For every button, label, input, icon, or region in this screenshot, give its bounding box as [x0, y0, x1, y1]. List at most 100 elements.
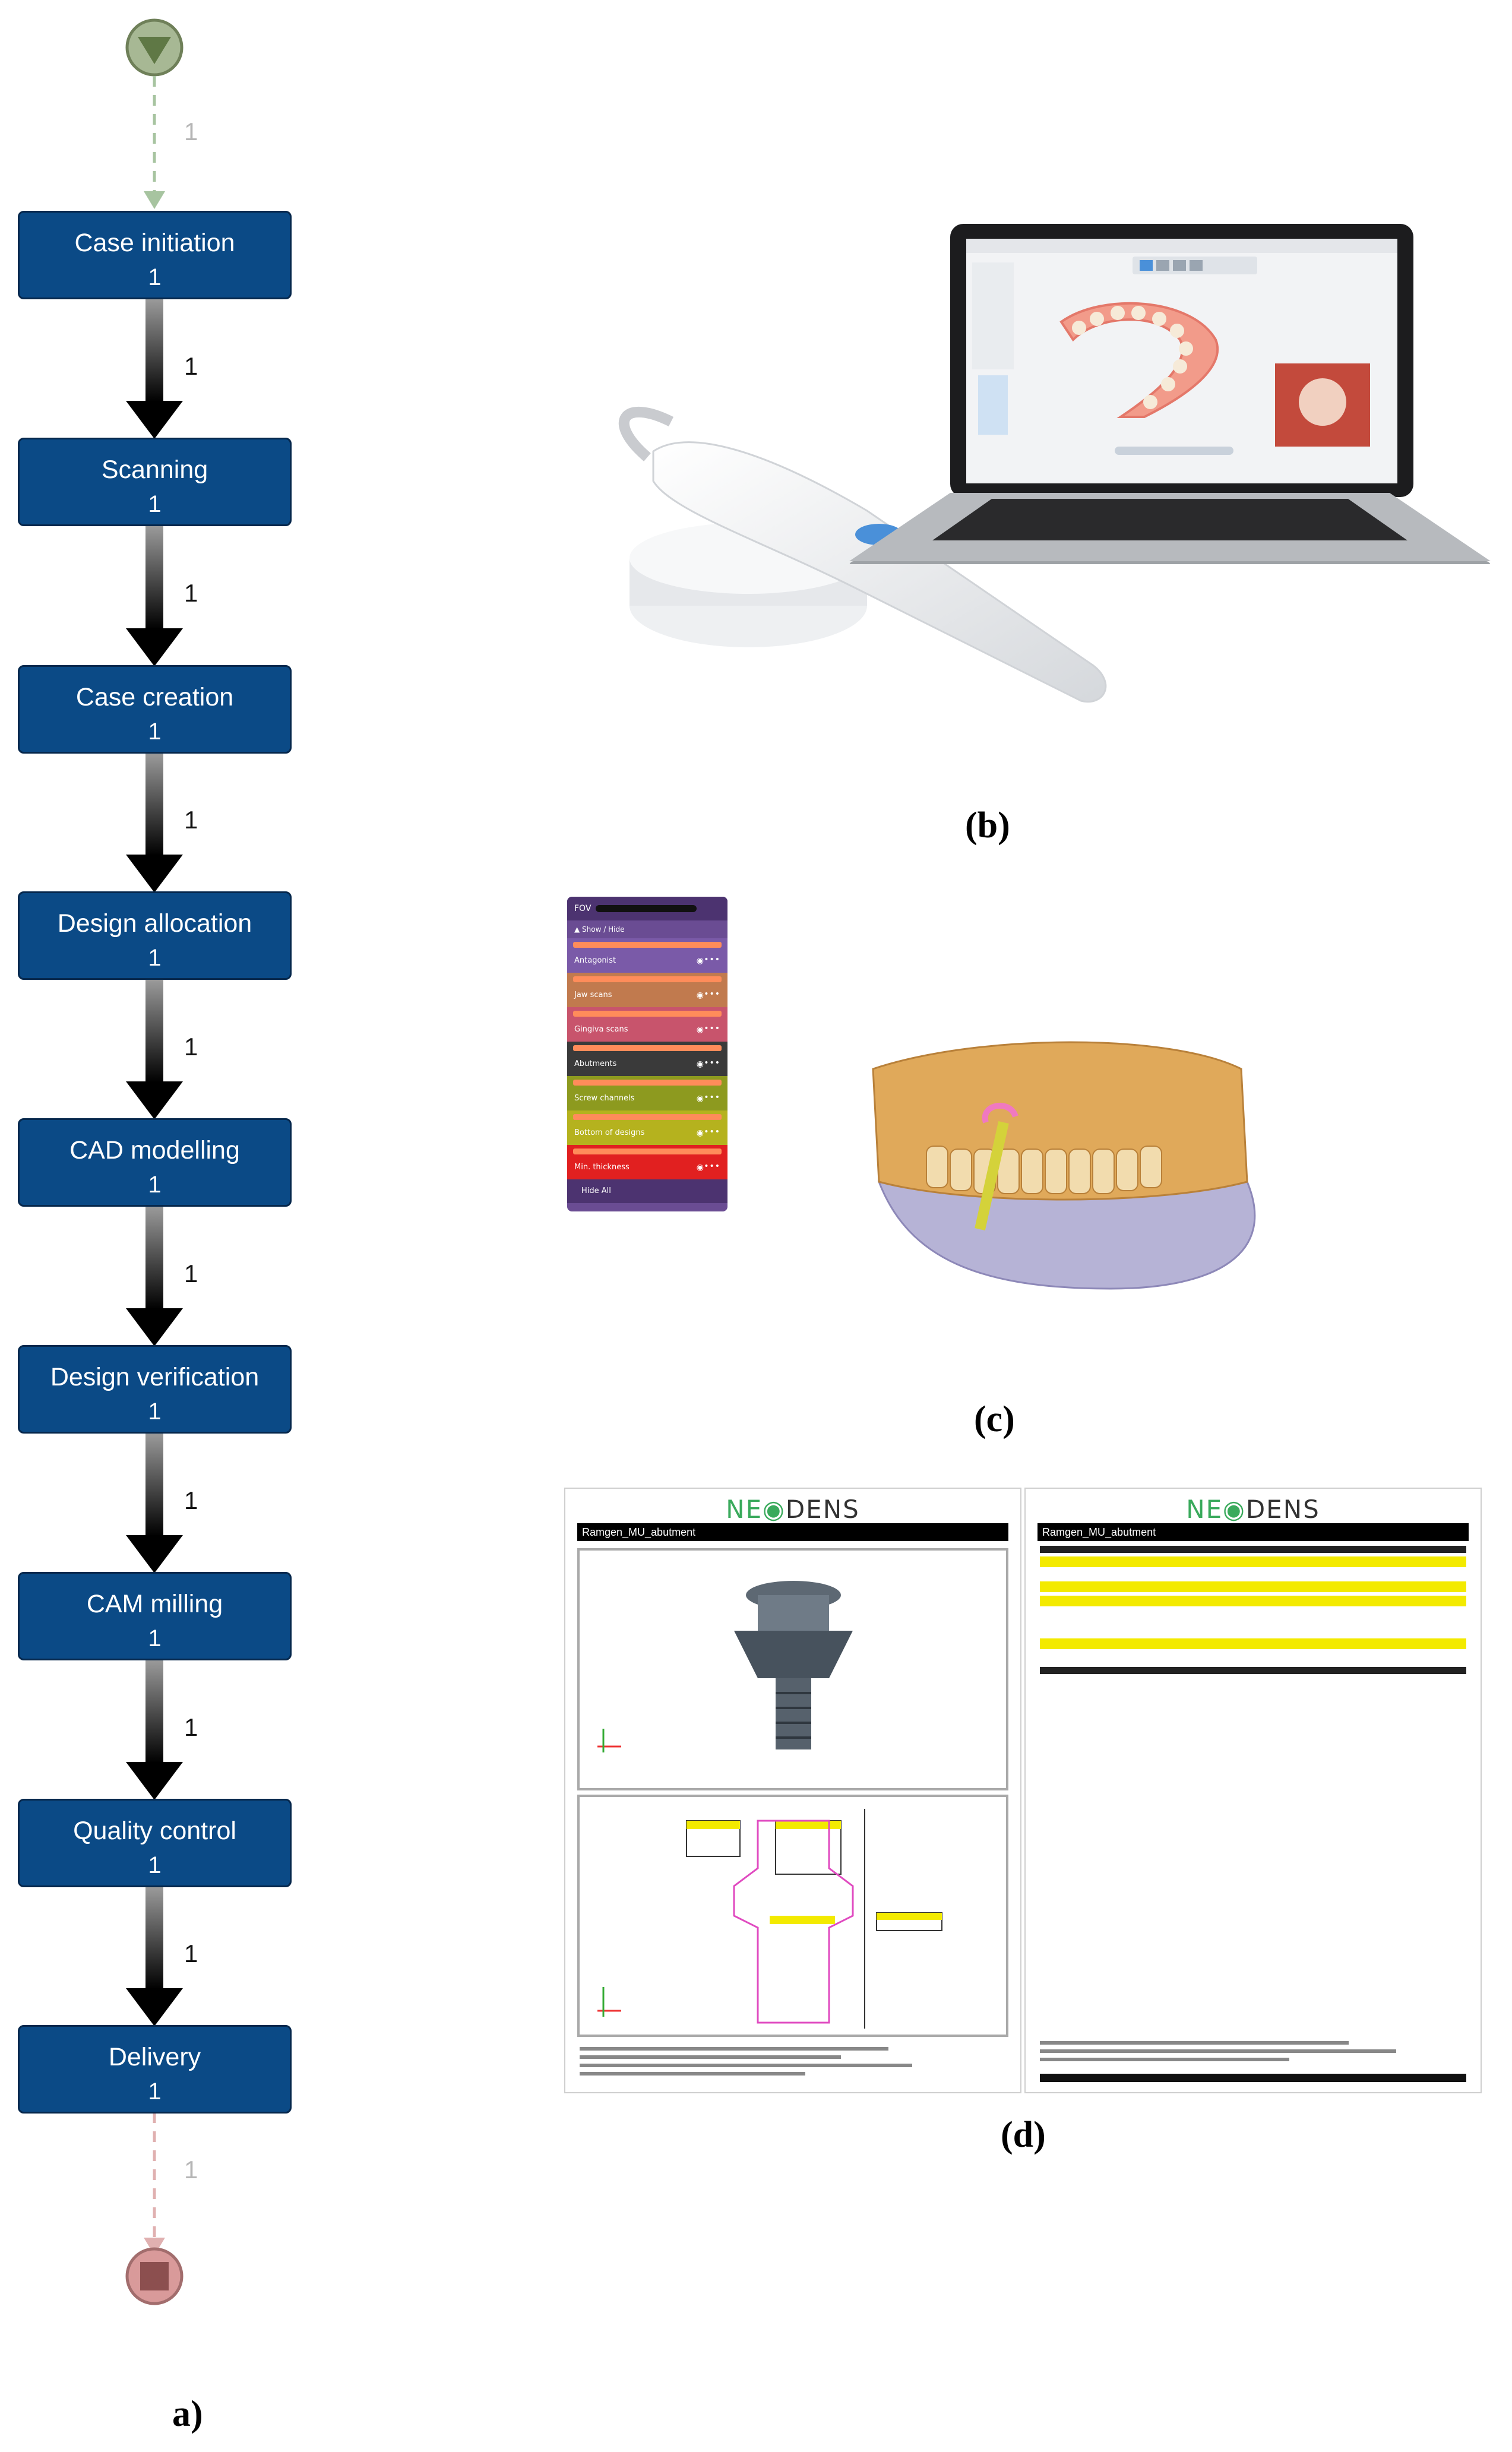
step-case-creation[interactable]: Case creation 1: [18, 665, 292, 754]
eye-icon[interactable]: ◉: [696, 1025, 704, 1034]
step-cam-milling[interactable]: CAM milling 1: [18, 1572, 292, 1660]
multiplicity-label: 1: [184, 352, 198, 380]
report-page-right: NE◉DENS Ramgen_MU_abutment: [1024, 1488, 1482, 2093]
more-icon[interactable]: •••: [704, 989, 720, 999]
step-name: Design verification: [50, 1363, 260, 1391]
row-label: Bottom of designs: [574, 1128, 645, 1137]
report-page-left: NE◉DENS Ramgen_MU_abutment: [564, 1488, 1021, 2093]
step-count: 1: [148, 719, 162, 745]
step-design-allocation[interactable]: Design allocation 1: [18, 891, 292, 980]
panel-label-c: (c): [974, 1399, 1015, 1439]
report-title: Ramgen_MU_abutment: [1037, 1523, 1469, 1541]
panel-label-b: (b): [965, 805, 1010, 846]
row-label: Min. thickness: [574, 1163, 630, 1172]
visibility-row[interactable]: Abutments ◉•••: [567, 1042, 727, 1076]
opacity-bar[interactable]: [573, 976, 722, 982]
step-name: Delivery: [108, 2043, 201, 2071]
visibility-row[interactable]: Gingiva scans ◉•••: [567, 1007, 727, 1042]
eye-icon[interactable]: ◉: [696, 1059, 704, 1069]
fov-slider-row[interactable]: FOV: [567, 897, 727, 920]
flow-arrowhead: [126, 1988, 183, 2026]
flow-arrow-shaft: [145, 526, 163, 629]
eye-icon[interactable]: ◉: [696, 991, 704, 1000]
flow-arrow-shaft: [145, 980, 163, 1083]
flow-arrow-shaft: [145, 1887, 163, 1989]
multiplicity-label: 1: [184, 1033, 198, 1061]
step-delivery[interactable]: Delivery 1: [18, 2025, 292, 2114]
eye-icon[interactable]: ◉: [696, 1128, 704, 1138]
step-name: Design allocation: [57, 909, 252, 938]
more-icon[interactable]: •••: [704, 1024, 720, 1033]
opacity-bar[interactable]: [573, 942, 722, 948]
flow-arrowhead: [126, 1081, 183, 1119]
step-name: Quality control: [73, 1817, 236, 1845]
eye-icon[interactable]: ◉: [696, 1163, 704, 1172]
step-name: Case creation: [75, 683, 234, 711]
more-icon[interactable]: •••: [704, 955, 720, 964]
intraoral-scanner-illustration: [618, 407, 1107, 703]
step-count: 1: [148, 1399, 162, 1425]
eye-icon[interactable]: ◉: [696, 1094, 704, 1103]
flow-arrow-shaft: [145, 299, 163, 402]
multiplicity-label: 1: [184, 806, 198, 834]
flow-arrowhead: [126, 401, 183, 439]
row-label: Abutments: [574, 1059, 617, 1068]
multiplicity-label: 1: [184, 1486, 198, 1514]
step-count: 1: [148, 491, 162, 517]
show-hide-header: ▲ Show / Hide: [574, 925, 625, 934]
more-icon[interactable]: •••: [704, 1093, 720, 1102]
visibility-row[interactable]: Bottom of designs ◉•••: [567, 1110, 727, 1145]
panel-label-a: a): [172, 2394, 203, 2434]
report-bottom-bar: [1040, 2074, 1466, 2082]
step-count: 1: [148, 1625, 162, 1651]
multiplicity-label: 1: [184, 118, 198, 145]
step-design-verification[interactable]: Design verification 1: [18, 1345, 292, 1434]
opacity-bar[interactable]: [573, 1045, 722, 1051]
step-name: Case initiation: [74, 229, 235, 257]
more-icon[interactable]: •••: [704, 1058, 720, 1068]
visibility-row[interactable]: Antagonist ◉•••: [567, 938, 727, 973]
multiplicity-label: 1: [184, 1940, 198, 1967]
opacity-bar[interactable]: [573, 1114, 722, 1120]
scan-software-ui: [966, 239, 1397, 455]
step-count: 1: [148, 1172, 162, 1198]
row-label: Gingiva scans: [574, 1025, 628, 1034]
step-count: 1: [148, 945, 162, 971]
flow-arrow-shaft: [145, 1434, 163, 1536]
step-case-initiation[interactable]: Case initiation 1: [18, 211, 292, 299]
eye-icon[interactable]: ◉: [696, 956, 704, 966]
flow-connectors: [125, 18, 184, 2305]
report-footer-text: [1040, 2041, 1456, 2078]
fov-slider[interactable]: [596, 905, 697, 912]
visibility-row[interactable]: Jaw scans ◉•••: [567, 973, 727, 1007]
multiplicity-label: 1: [184, 579, 198, 607]
more-icon[interactable]: •••: [704, 1127, 720, 1137]
row-label: Antagonist: [574, 956, 616, 965]
step-name: Scanning: [101, 455, 208, 484]
flow-arrowhead: [126, 1535, 183, 1573]
hide-all-button[interactable]: Hide All: [567, 1179, 727, 1203]
multiplicity-label: 1: [184, 1260, 198, 1287]
more-icon[interactable]: •••: [704, 1162, 720, 1171]
visibility-row[interactable]: Screw channels◉•••: [567, 1076, 727, 1110]
opacity-bar[interactable]: [573, 1011, 722, 1017]
row-label: Jaw scans: [574, 991, 612, 999]
visibility-panel: FOV ▲ Show / Hide Antagonist◉•••Jaw scan…: [567, 897, 727, 1211]
multiplicity-label: 1: [184, 1713, 198, 1741]
step-name: CAM milling: [86, 1590, 223, 1618]
end-arrowhead: [144, 2238, 165, 2255]
step-count: 1: [148, 264, 162, 290]
opacity-bar[interactable]: [573, 1080, 722, 1086]
flow-arrow-shaft: [145, 1660, 163, 1763]
end-square-icon: [140, 2262, 169, 2290]
step-count: 1: [148, 2078, 162, 2105]
laptop-display: [966, 239, 1397, 483]
step-count: 1: [148, 1852, 162, 1878]
screw-channel-icon: [975, 1121, 1009, 1230]
flow-arrowhead: [126, 1308, 183, 1346]
visibility-row[interactable]: Min. thickness ◉•••: [567, 1145, 727, 1179]
step-scanning[interactable]: Scanning 1: [18, 438, 292, 526]
step-quality-control[interactable]: Quality control 1: [18, 1799, 292, 1887]
opacity-bar[interactable]: [573, 1149, 722, 1154]
